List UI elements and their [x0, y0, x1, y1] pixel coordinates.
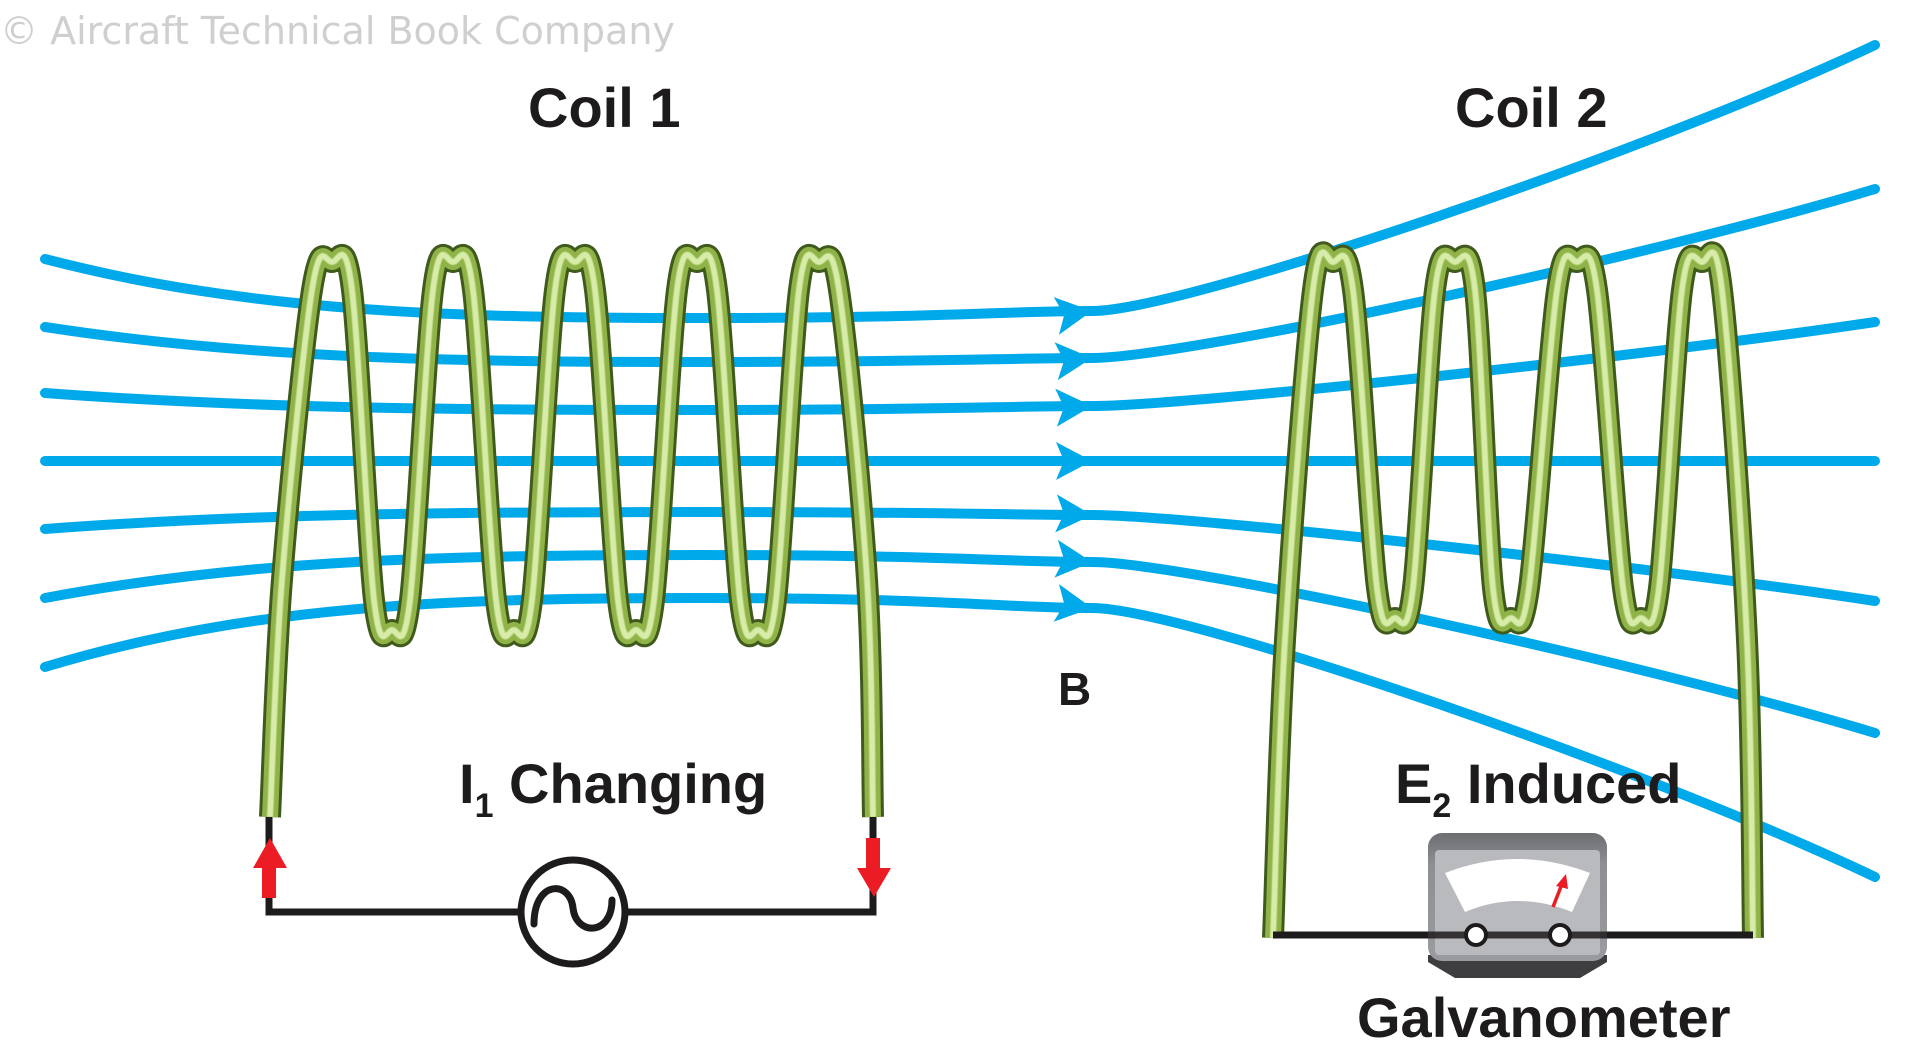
field-b-label: B — [1058, 663, 1091, 715]
field-arrow-icon — [1056, 442, 1092, 480]
field-arrow-icon — [1054, 342, 1092, 381]
meter-terminal-right — [1548, 923, 1572, 947]
meter-dial — [1445, 859, 1590, 912]
galvanometer-label: Galvanometer — [1357, 986, 1731, 1049]
field-arrow-icon — [1055, 494, 1092, 533]
primary-wire-left — [265, 817, 520, 916]
coil-2-label: Coil 2 — [1455, 76, 1607, 139]
primary-circuit: I1 Changing — [253, 752, 891, 968]
field-line — [40, 592, 1880, 882]
secondary-circuit: E2 Induced Galvanometer — [1273, 752, 1753, 1049]
current-down-arrow-icon — [857, 838, 891, 897]
field-arrow-icon — [1054, 539, 1092, 578]
field-arrow-icon — [1053, 584, 1092, 622]
field-arrow-icon — [1053, 297, 1092, 335]
field-line — [40, 549, 1880, 738]
meter-terminal-left — [1464, 923, 1488, 947]
ac-source-icon — [517, 856, 629, 968]
emf-induced-label: E2 Induced — [1395, 752, 1682, 825]
coil-wire-highlight — [1270, 249, 1756, 939]
current-changing-label: I1 Changing — [459, 752, 767, 825]
coil-2 — [1262, 241, 1764, 939]
meter-needle — [1551, 883, 1564, 908]
current-up-arrow-icon — [253, 838, 287, 898]
field-direction-arrows — [1053, 297, 1092, 622]
field-line — [40, 184, 1880, 368]
field-line — [40, 317, 1880, 416]
coil-1 — [259, 243, 884, 818]
magnetic-field-lines — [40, 40, 1880, 882]
primary-wire-right — [626, 817, 877, 916]
galvanometer-icon — [1428, 833, 1607, 978]
coil-wire-highlight — [267, 251, 876, 818]
field-arrow-icon — [1055, 388, 1092, 427]
coil-1-label: Coil 1 — [528, 76, 680, 139]
copyright-watermark: © Aircraft Technical Book Company — [0, 9, 675, 53]
